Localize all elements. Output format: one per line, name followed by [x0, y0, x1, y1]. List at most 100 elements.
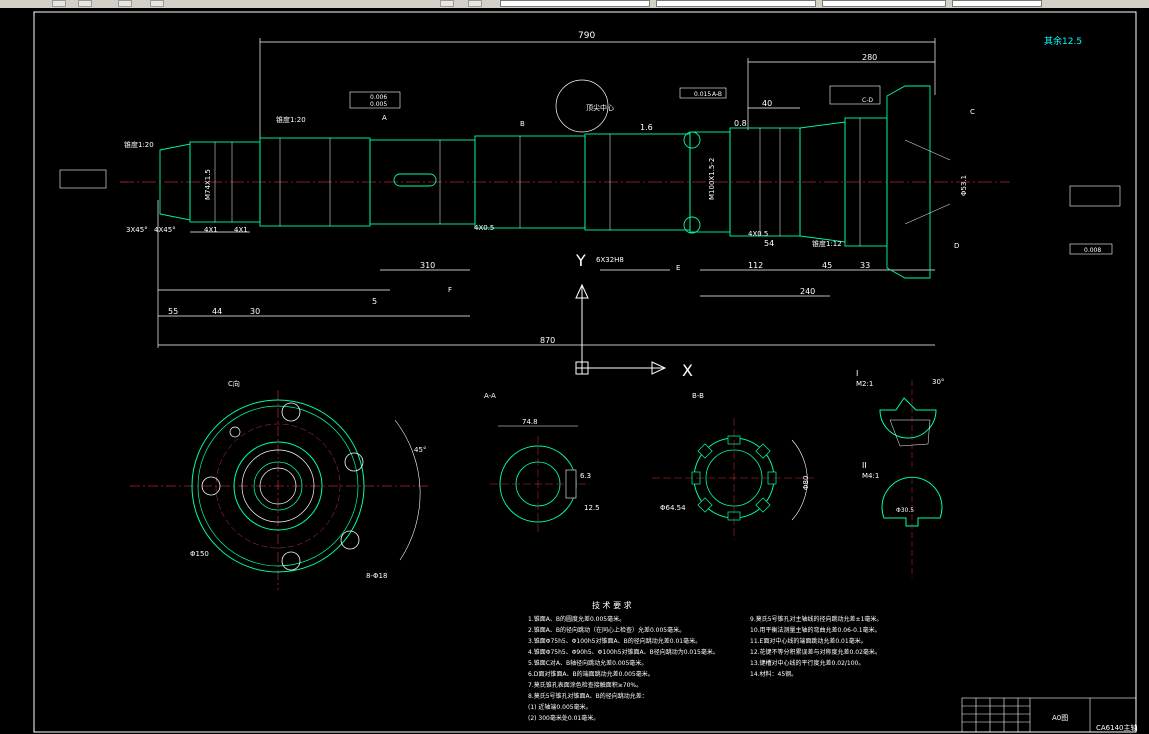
- note-line: 12.花键不等分积累误差与对称度允差0.02毫米。: [750, 648, 881, 656]
- color-icon[interactable]: [150, 0, 164, 7]
- ucs-x-label: X: [682, 361, 693, 380]
- note-line: 7.莫氏锥孔表面涂色检查接触面积≥70%。: [528, 681, 642, 689]
- label-angle-30: 30°: [932, 378, 944, 386]
- label-key: 6.3: [580, 472, 591, 480]
- title-block-name: CA6140主轴: [1096, 723, 1138, 732]
- note-line: (2) 300毫米处0.01毫米。: [528, 714, 599, 722]
- dim-44: 44: [212, 307, 222, 316]
- tol-0-015: 0.015: [694, 91, 711, 98]
- drawing-canvas[interactable]: 其余12.5 790 870 280 40 240 310 112 45 33 …: [0, 8, 1149, 734]
- note-line: 8.莫氏5号锥孔对锥面A、B的径向跳动允差：: [528, 692, 648, 700]
- redo-icon[interactable]: [468, 0, 482, 7]
- flange-view: [130, 390, 430, 590]
- label-detail-i-scale: M2:1: [856, 380, 873, 388]
- dim-310: 310: [420, 261, 435, 270]
- shaft-main-view: [159, 85, 931, 279]
- layer-dropdown[interactable]: [500, 0, 650, 7]
- ucs-y-label: Y: [575, 251, 586, 270]
- label-C: C: [970, 108, 975, 116]
- title-block: [961, 697, 1137, 733]
- label-small-ref: Φ30.5: [896, 507, 914, 514]
- dim-overall-bottom: 870: [540, 336, 555, 345]
- plotstyle-dropdown[interactable]: [952, 0, 1042, 7]
- dim-54: 54: [764, 239, 774, 248]
- drawing-svg[interactable]: 其余12.5 790 870 280 40 240 310 112 45 33 …: [0, 8, 1149, 734]
- note-line: 1.锥面A、B的圆度允差0.005毫米。: [528, 615, 625, 623]
- open-icon[interactable]: [52, 0, 66, 7]
- dim-5: 5: [372, 297, 377, 306]
- label-F: F: [448, 286, 452, 294]
- dim-112: 112: [748, 261, 763, 270]
- dim-45: 45: [822, 261, 832, 270]
- linetype-dropdown[interactable]: [656, 0, 816, 7]
- drawing-border: [33, 11, 1137, 733]
- label-view-c: C向: [228, 379, 240, 388]
- dim-1-6: 1.6: [640, 123, 653, 132]
- label-groove-b: 4X1: [234, 226, 248, 234]
- notes-left: 1.锥面A、B的圆度允差0.005毫米。2.锥面A、B的径向跳动（在同心上检查）…: [528, 615, 719, 722]
- label-dia-80: Φ80: [802, 476, 810, 490]
- dim-overall-top: 790: [578, 31, 595, 41]
- ucs-icon: [575, 283, 667, 375]
- label-groove-d: 4X0.5: [748, 230, 768, 238]
- layer-icon[interactable]: [118, 0, 132, 7]
- tolerance-frames: [59, 85, 1121, 255]
- label-D: D: [954, 242, 959, 250]
- note-line: 13.键槽对中心线的平行度允差0.02/100。: [750, 659, 864, 667]
- section-b-view: [652, 418, 814, 540]
- label-detail-i: I: [856, 369, 858, 378]
- dim-55: 55: [168, 307, 178, 316]
- dim-30: 30: [250, 307, 260, 316]
- save-icon[interactable]: [78, 0, 92, 7]
- center-ref-circle: [555, 79, 609, 133]
- tol-ref-cd: C-D: [862, 97, 873, 104]
- dim-0-8: 0.8: [734, 119, 747, 128]
- label-chamfer-a: 3X45°: [126, 226, 148, 234]
- notes-title: 技 术 要 求: [592, 600, 632, 610]
- dim-33: 33: [860, 261, 870, 270]
- label-detail-ii-scale: M4:1: [862, 472, 879, 480]
- label-section-a: A-A: [484, 392, 496, 400]
- note-line: (1) 近轴端0.005毫米。: [528, 703, 592, 711]
- note-line: 4.锥面Φ75h5、Φ90h5、Φ100h5对锥面A、B径向跳动为0.015毫米…: [528, 648, 719, 656]
- detail-ii-view: [881, 476, 943, 578]
- lineweight-dropdown[interactable]: [822, 0, 946, 7]
- label-B: B: [520, 120, 525, 128]
- note-line: 10.用平衡法测量主轴的弯曲允差0.06-0.1毫米。: [750, 626, 881, 634]
- label-section-b: B-B: [692, 392, 704, 400]
- note-line: 9.莫氏5号锥孔对主轴线的径向跳动允差±1毫米。: [750, 615, 882, 623]
- shaft-inner-lines: [214, 118, 951, 246]
- tol-0-005: 0.005: [370, 101, 387, 108]
- note-line: 5.锥面C对A、B轴径向跳动允差0.005毫米。: [528, 659, 647, 667]
- note-line: 3.锥面Φ75h5、Φ100h5对锥面A、B的径向跳动允差0.01毫米。: [528, 637, 701, 645]
- section-a-view: [490, 425, 590, 532]
- label-taper-left: 锥度1:20: [124, 140, 154, 149]
- label-A: A: [382, 114, 387, 122]
- label-taper-right: 锥度1:12: [812, 239, 842, 248]
- label-taper-far: 锥度1:20: [276, 115, 306, 124]
- label-holes: 8-Φ18: [366, 572, 387, 580]
- title-block-scale: A0图: [1052, 714, 1068, 722]
- label-thread-main: M100X1.5-2: [708, 158, 716, 200]
- label-center-hole: Φ53.1: [960, 175, 968, 196]
- label-key2: 12.5: [584, 504, 600, 512]
- tol-0-006: 0.006: [370, 94, 387, 101]
- notes-right: 9.莫氏5号锥孔对主轴线的径向跳动允差±1毫米。 10.用平衡法测量主轴的弯曲允差…: [750, 615, 882, 678]
- dimension-lines: [157, 38, 936, 348]
- note-line: 14.材料：45钢。: [750, 670, 797, 678]
- label-groove-c: 4X0.5: [474, 224, 494, 232]
- undo-icon[interactable]: [440, 0, 454, 7]
- label-chamfer-b: 4X45°: [154, 226, 176, 234]
- dim-40: 40: [762, 99, 772, 108]
- label-dia-64: Φ64.54: [660, 504, 686, 512]
- label-E: E: [676, 264, 680, 272]
- detail-i-view: [879, 380, 937, 470]
- label-angle-45: 45°: [414, 446, 426, 454]
- dim-240: 240: [800, 287, 815, 296]
- label-thread-left: M74X1.5: [204, 169, 212, 200]
- label-spline: 6X32H8: [596, 256, 624, 264]
- tol-ref-ab: A-B: [712, 91, 722, 98]
- note-line: 6.D面对锥面A、B的端面跳动允差0.005毫米。: [528, 670, 654, 678]
- label-detail-ii: II: [862, 461, 867, 470]
- label-center-ref: 顶尖中心: [586, 103, 614, 112]
